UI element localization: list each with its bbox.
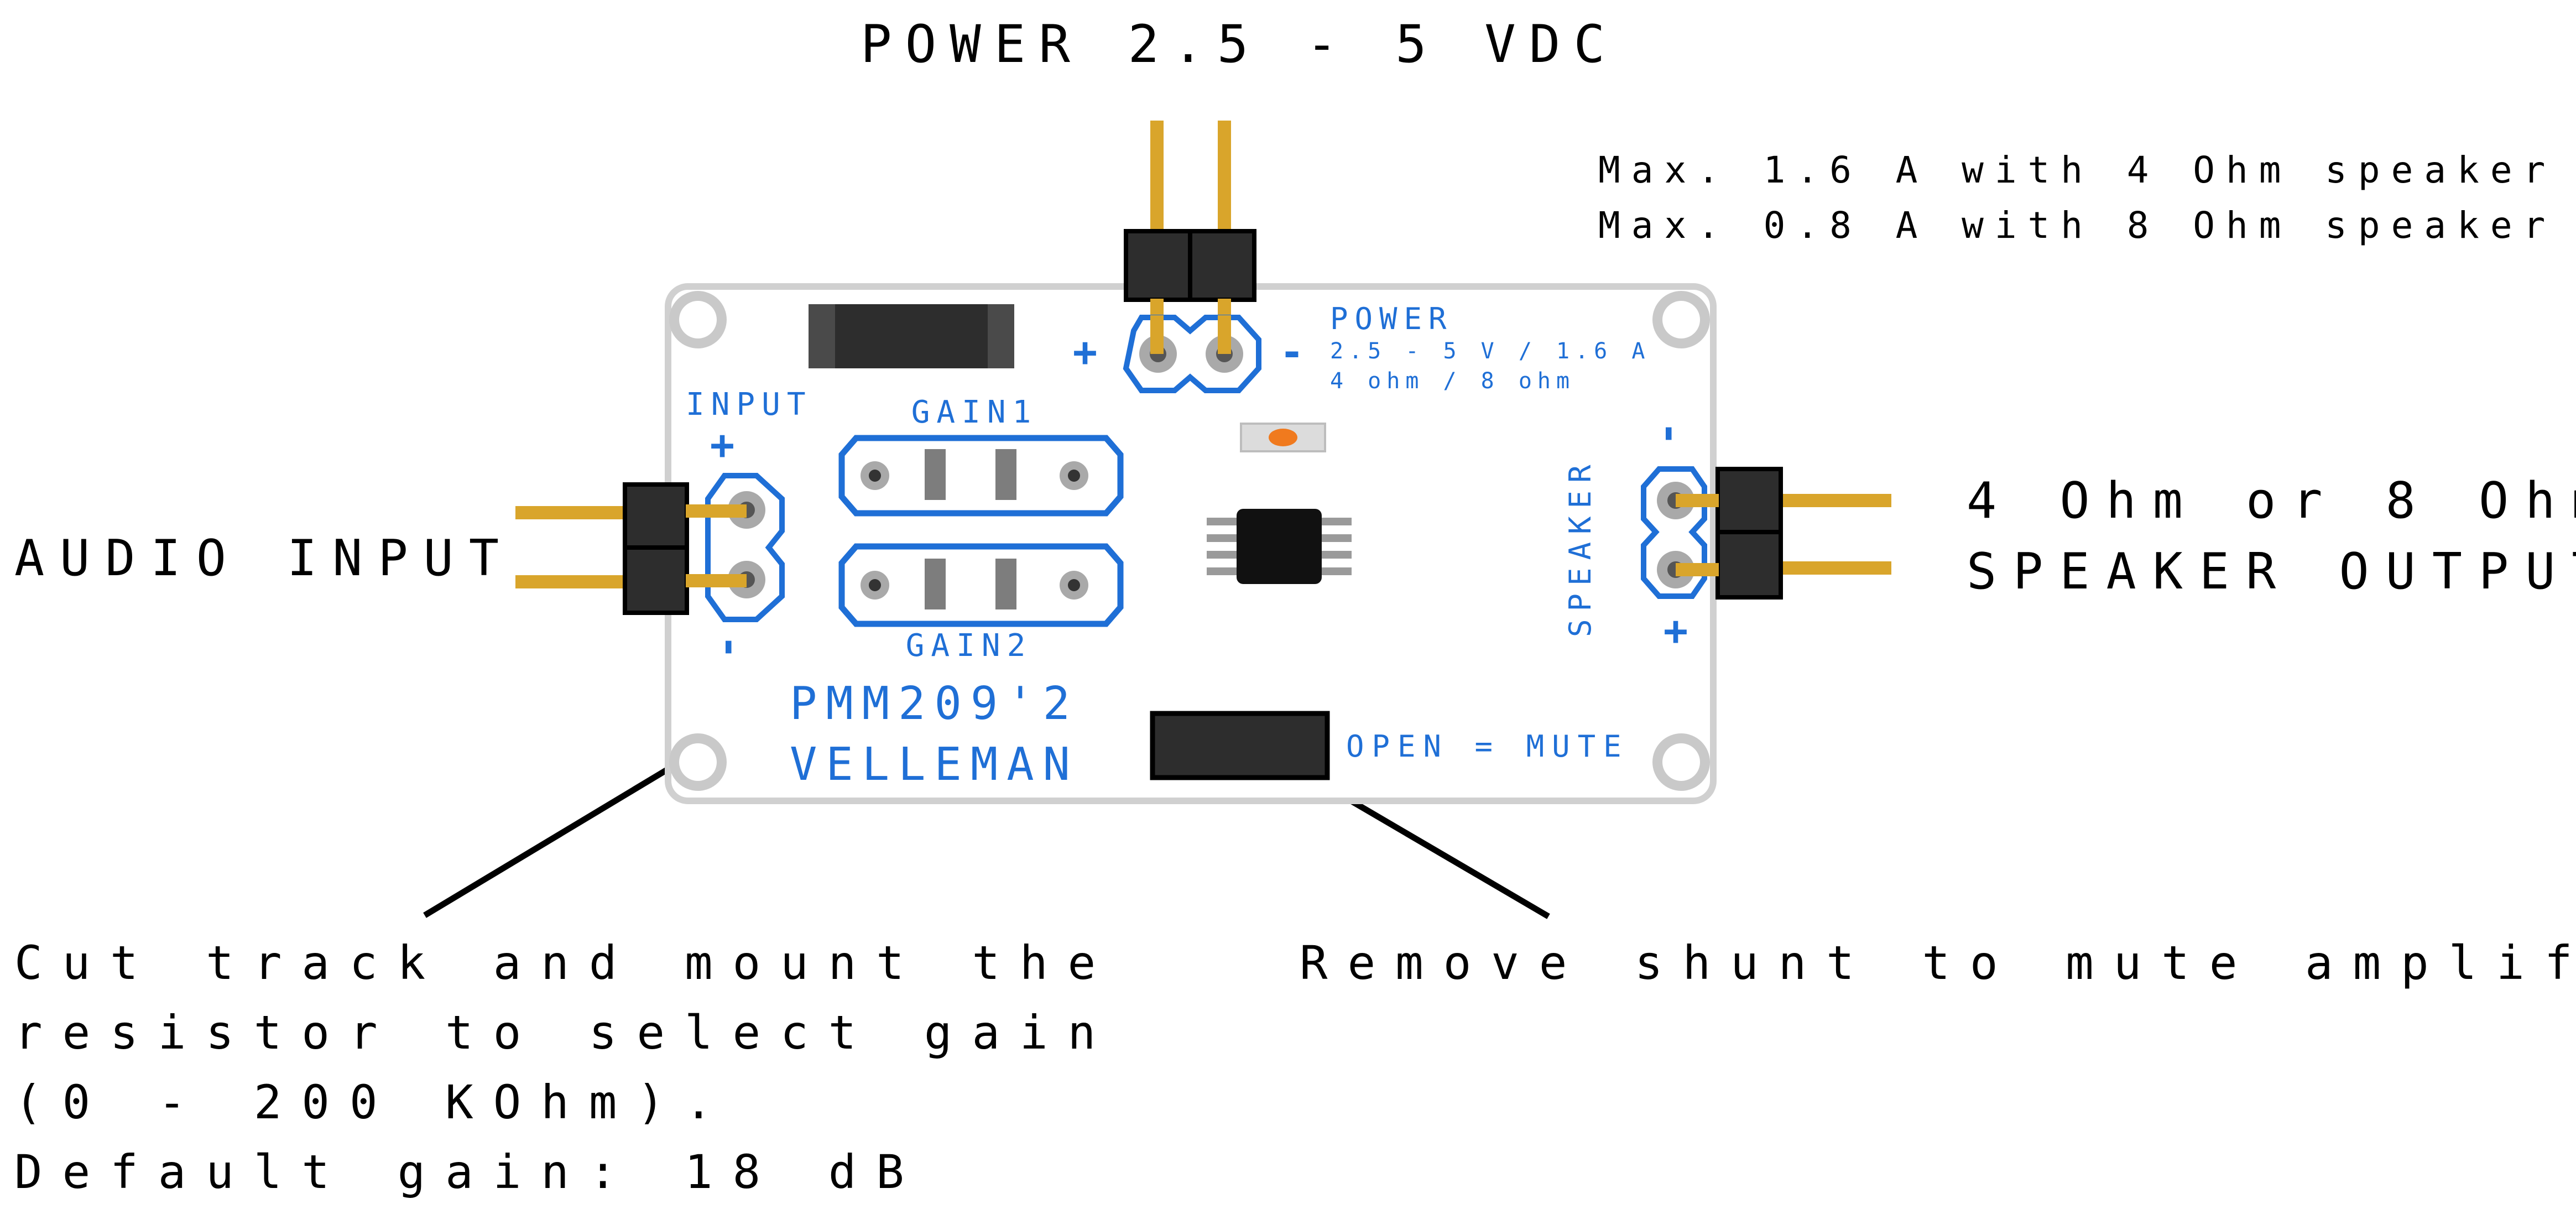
model-label: PMM209'2 xyxy=(790,678,1079,730)
speaker-silk-label: SPEAKER xyxy=(1563,457,1598,637)
power-plus: + xyxy=(1073,329,1098,376)
led-icon xyxy=(1240,423,1326,452)
speaker-plus: + xyxy=(1664,607,1688,655)
mute-leader-line xyxy=(1323,783,1550,919)
mounting-hole-icon xyxy=(1652,733,1710,791)
mounting-hole-icon xyxy=(669,733,727,791)
brand-label: VELLEMAN xyxy=(790,738,1079,791)
speaker-minus: - xyxy=(1647,421,1694,446)
mute-note: Remove shunt to mute amplifier. xyxy=(1300,936,2576,990)
gain-note-line1: Cut track and mount the xyxy=(14,936,1115,990)
gain-note-line4: Default gain: 18 dB xyxy=(14,1145,924,1199)
audio-input-label: AUDIO INPUT xyxy=(14,529,514,587)
gain-note-line2: resistor to select gain xyxy=(14,1005,1115,1060)
input-label: INPUT xyxy=(686,387,812,423)
gain1-pads xyxy=(838,435,1124,517)
gain1-label: GAIN1 xyxy=(911,394,1038,430)
ic-chip-icon xyxy=(1207,509,1352,584)
power-silk-spec2: 4 ohm / 8 ohm xyxy=(1330,368,1575,394)
input-plus: + xyxy=(710,421,735,469)
current-note-line1: Max. 1.6 A with 4 Ohm speaker xyxy=(1598,149,2556,191)
power-minus: - xyxy=(1280,329,1305,376)
power-silk-spec1: 2.5 - 5 V / 1.6 A xyxy=(1330,338,1650,364)
mute-silk-label: OPEN = MUTE xyxy=(1346,729,1629,764)
gain2-label: GAIN2 xyxy=(906,628,1033,664)
mounting-hole-icon xyxy=(1652,291,1710,348)
current-note-line2: Max. 0.8 A with 8 Ohm speaker xyxy=(1598,204,2556,247)
input-minus: - xyxy=(707,635,754,660)
mounting-holes xyxy=(669,291,1710,791)
speaker-output-line2: SPEAKER OUTPUT xyxy=(1967,543,2576,601)
capacitor-component xyxy=(809,304,1014,368)
power-header xyxy=(1123,121,1261,393)
gain2-pads xyxy=(838,543,1124,627)
input-header xyxy=(515,473,785,622)
mounting-hole-icon xyxy=(669,291,727,348)
power-title: POWER 2.5 - 5 VDC xyxy=(861,14,1618,75)
speaker-header xyxy=(1641,466,1891,600)
gain-note-line3: (0 - 200 KOhm). xyxy=(14,1075,733,1129)
power-silk-label: POWER xyxy=(1330,301,1453,336)
speaker-output-line1: 4 Ohm or 8 Ohm xyxy=(1967,472,2576,530)
mute-jumper xyxy=(1150,711,1330,780)
